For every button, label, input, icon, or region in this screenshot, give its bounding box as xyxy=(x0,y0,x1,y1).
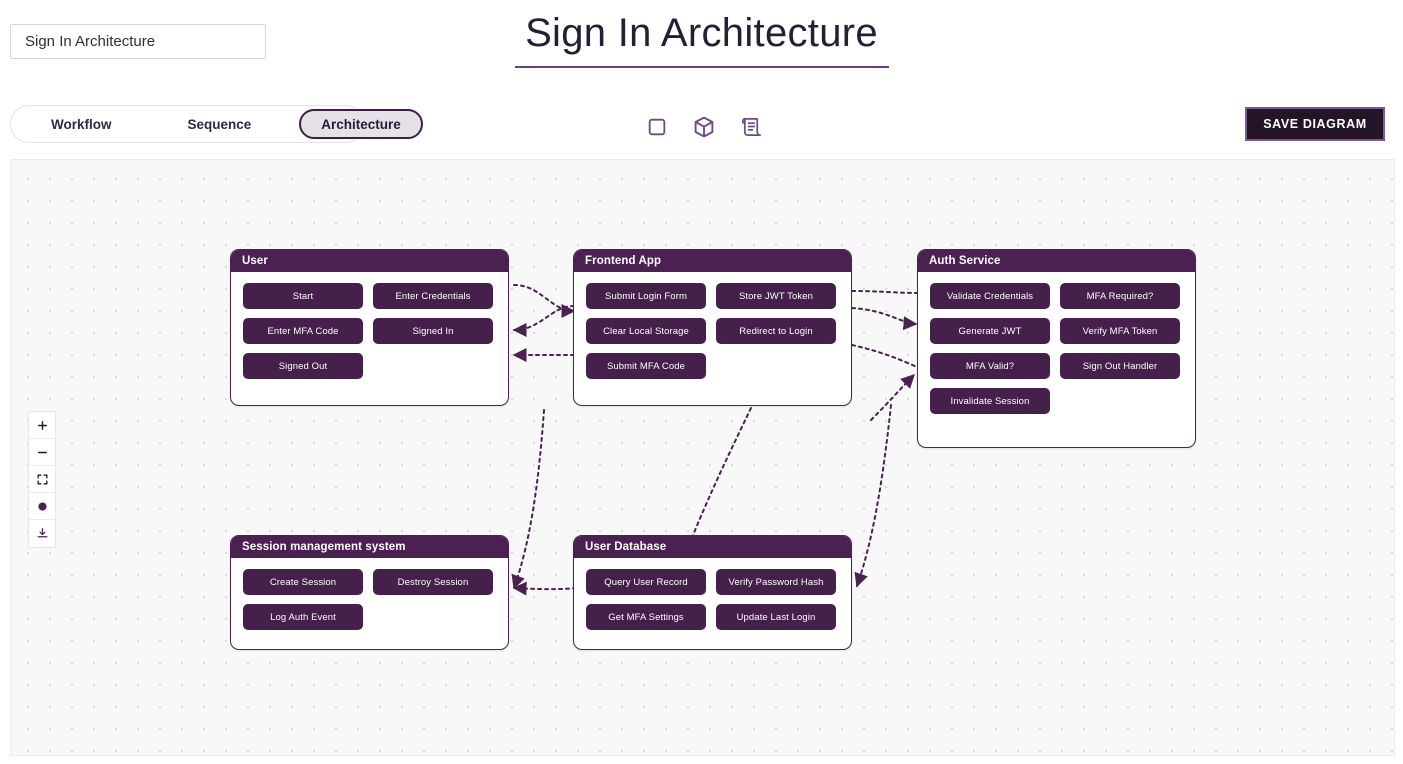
view-tabs[interactable]: Workflow Sequence Architecture xyxy=(10,105,423,143)
node-item[interactable]: Enter MFA Code xyxy=(243,318,363,344)
toggle-interactivity-button[interactable] xyxy=(29,493,55,520)
node-item[interactable]: Destroy Session xyxy=(373,569,493,595)
zoom-in-button[interactable] xyxy=(29,412,55,439)
title-underline xyxy=(514,66,889,68)
download-button[interactable] xyxy=(29,520,55,547)
node-title: User Database xyxy=(574,536,851,558)
view-icon-group xyxy=(642,112,766,142)
node-item[interactable]: Submit MFA Code xyxy=(586,353,706,379)
node-item[interactable]: Query User Record xyxy=(586,569,706,595)
tab-architecture[interactable]: Architecture xyxy=(299,109,423,139)
page-title: Sign In Architecture xyxy=(525,11,878,55)
node-item[interactable]: Update Last Login xyxy=(716,604,836,630)
node-item[interactable]: Get MFA Settings xyxy=(586,604,706,630)
tab-workflow[interactable]: Workflow xyxy=(51,116,112,132)
node-item[interactable]: Create Session xyxy=(243,569,363,595)
node-user[interactable]: User Start Enter Credentials Enter MFA C… xyxy=(230,249,509,406)
node-items: Create Session Destroy Session Log Auth … xyxy=(231,558,508,642)
node-item[interactable]: Start xyxy=(243,283,363,309)
node-items: Submit Login Form Store JWT Token Clear … xyxy=(574,272,851,391)
canvas-controls[interactable] xyxy=(28,411,56,548)
node-items: Validate Credentials MFA Required? Gener… xyxy=(918,272,1195,426)
node-title: Auth Service xyxy=(918,250,1195,272)
node-item[interactable]: Verify Password Hash xyxy=(716,569,836,595)
scroll-icon[interactable] xyxy=(736,112,766,142)
node-item[interactable]: Redirect to Login xyxy=(716,318,836,344)
node-item[interactable]: Invalidate Session xyxy=(930,388,1050,414)
node-item[interactable]: Log Auth Event xyxy=(243,604,363,630)
fit-view-button[interactable] xyxy=(29,466,55,493)
node-title: Frontend App xyxy=(574,250,851,272)
node-item[interactable]: Validate Credentials xyxy=(930,283,1050,309)
node-session-management-system[interactable]: Session management system Create Session… xyxy=(230,535,509,650)
node-items: Query User Record Verify Password Hash G… xyxy=(574,558,851,642)
node-item[interactable]: MFA Valid? xyxy=(930,353,1050,379)
square-icon[interactable] xyxy=(642,112,672,142)
diagram-canvas[interactable]: User Start Enter Credentials Enter MFA C… xyxy=(10,159,1395,756)
node-title: User xyxy=(231,250,508,272)
node-items: Start Enter Credentials Enter MFA Code S… xyxy=(231,272,508,391)
node-item[interactable]: Signed In xyxy=(373,318,493,344)
node-frontend-app[interactable]: Frontend App Submit Login Form Store JWT… xyxy=(573,249,852,406)
node-item[interactable]: Clear Local Storage xyxy=(586,318,706,344)
save-diagram-button[interactable]: SAVE DIAGRAM xyxy=(1245,107,1385,141)
page-title-block: Sign In Architecture xyxy=(0,8,1403,68)
node-item[interactable]: Enter Credentials xyxy=(373,283,493,309)
cube-icon[interactable] xyxy=(689,112,719,142)
zoom-out-button[interactable] xyxy=(29,439,55,466)
node-user-database[interactable]: User Database Query User Record Verify P… xyxy=(573,535,852,650)
node-item[interactable]: Store JWT Token xyxy=(716,283,836,309)
node-title: Session management system xyxy=(231,536,508,558)
node-item[interactable]: MFA Required? xyxy=(1060,283,1180,309)
node-item[interactable]: Generate JWT xyxy=(930,318,1050,344)
node-item[interactable]: Verify MFA Token xyxy=(1060,318,1180,344)
node-item[interactable]: Signed Out xyxy=(243,353,363,379)
diagram-title-input[interactable] xyxy=(10,24,266,59)
tab-sequence[interactable]: Sequence xyxy=(187,116,252,132)
node-auth-service[interactable]: Auth Service Validate Credentials MFA Re… xyxy=(917,249,1196,448)
node-item[interactable]: Sign Out Handler xyxy=(1060,353,1180,379)
node-item[interactable]: Submit Login Form xyxy=(586,283,706,309)
